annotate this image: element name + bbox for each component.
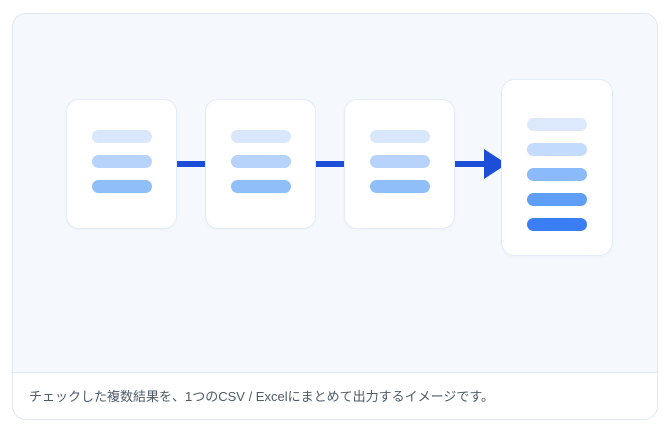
doc-text-line: [527, 193, 587, 206]
export-illustration-panel: チェックした複数結果を、1つのCSV / Excelにまとめて出力するイメージで…: [12, 13, 658, 420]
connector-line-1: [177, 161, 206, 167]
doc-text-line: [91, 130, 152, 143]
caption-bar: チェックした複数結果を、1つのCSV / Excelにまとめて出力するイメージで…: [13, 372, 657, 419]
source-document-card-2: [205, 99, 316, 229]
connector-line-2: [316, 161, 345, 167]
arrow-right-icon: [455, 149, 507, 179]
source-document-card-3: [344, 99, 455, 229]
doc-text-line: [91, 180, 152, 193]
doc-text-line: [527, 218, 587, 231]
doc-text-line: [230, 180, 291, 193]
arrow-shaft: [455, 161, 488, 167]
source-document-card-1: [66, 99, 177, 229]
diagram-canvas: [13, 14, 657, 372]
doc-text-line: [91, 155, 152, 168]
doc-text-line: [369, 180, 430, 193]
doc-text-line: [527, 118, 587, 131]
doc-text-line: [230, 130, 291, 143]
doc-text-line: [369, 130, 430, 143]
doc-text-line: [230, 155, 291, 168]
doc-text-line: [527, 143, 587, 156]
caption-text: チェックした複数結果を、1つのCSV / Excelにまとめて出力するイメージで…: [29, 388, 495, 404]
doc-text-line: [369, 155, 430, 168]
output-document-card: [501, 79, 613, 256]
doc-text-line: [527, 168, 587, 181]
